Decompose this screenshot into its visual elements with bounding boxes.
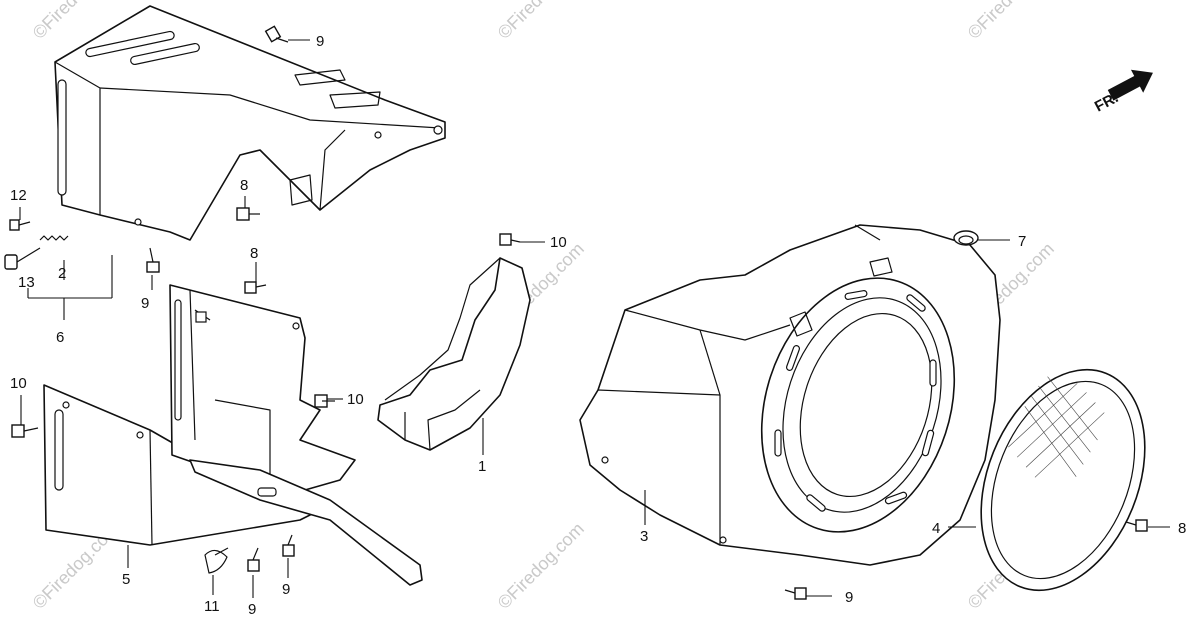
- callout-10: 10: [10, 375, 27, 392]
- cylinder-guide: [377, 257, 531, 451]
- callout-1: 1: [478, 458, 486, 475]
- callout-12: 12: [10, 187, 27, 204]
- lower-left-shroud: [43, 384, 331, 546]
- bolt-10-b: [314, 394, 335, 408]
- upper-shroud: [54, 5, 446, 241]
- support-bracket: [189, 459, 423, 586]
- callouts: 9 12 2 13 6 8 8 9 10 10 10 1 5 11 9 9 3 …: [10, 33, 1186, 618]
- callout-10: 10: [347, 391, 364, 408]
- bolt-9-c: [247, 547, 260, 572]
- callout-7: 7: [1018, 233, 1026, 250]
- callout-9: 9: [141, 295, 149, 312]
- callout-3: 3: [640, 528, 648, 545]
- callout-8: 8: [1178, 520, 1186, 537]
- leader-lines: [19, 39, 1170, 598]
- callout-8: 8: [240, 177, 248, 194]
- callout-6: 6: [56, 329, 64, 346]
- fan-screen: [980, 368, 1146, 592]
- clamp-11: [204, 547, 229, 574]
- bolt-10-c: [499, 233, 521, 246]
- callout-10: 10: [550, 234, 567, 251]
- watermark: ©Firedog.com: [494, 519, 588, 613]
- bolt-8-c: [1125, 519, 1148, 532]
- callout-9: 9: [845, 589, 853, 606]
- inner-baffle: [169, 284, 356, 501]
- callout-11: 11: [204, 598, 220, 615]
- callout-2: 2: [58, 265, 66, 282]
- callout-8: 8: [250, 245, 258, 262]
- callout-13: 13: [18, 274, 35, 291]
- arrow-icon: [1107, 69, 1153, 101]
- bolt-9-b: [146, 247, 160, 273]
- bolt-12: [9, 219, 31, 231]
- bolt-8-a: [236, 207, 260, 221]
- watermark: ©Firedog.com: [964, 0, 1058, 43]
- bolt-9-d: [282, 534, 295, 557]
- watermark: ©Firedog.com: [494, 0, 588, 43]
- grommet-7: [953, 230, 979, 246]
- hardware: [4, 207, 1148, 600]
- callout-5: 5: [122, 571, 130, 588]
- bolt-10-a: [11, 424, 39, 438]
- bolt-8-b: [244, 281, 267, 294]
- callout-9: 9: [282, 581, 290, 598]
- bolt-9-e: [784, 587, 807, 600]
- spring-2: [39, 235, 69, 241]
- front-direction-indicator: FR.: [1092, 69, 1153, 116]
- pin-13: [4, 247, 41, 270]
- fan-cover: [579, 224, 1001, 566]
- callout-9: 9: [316, 33, 324, 50]
- bolt-9-top: [264, 25, 289, 43]
- callout-9: 9: [248, 601, 256, 618]
- callout-4: 4: [932, 520, 940, 537]
